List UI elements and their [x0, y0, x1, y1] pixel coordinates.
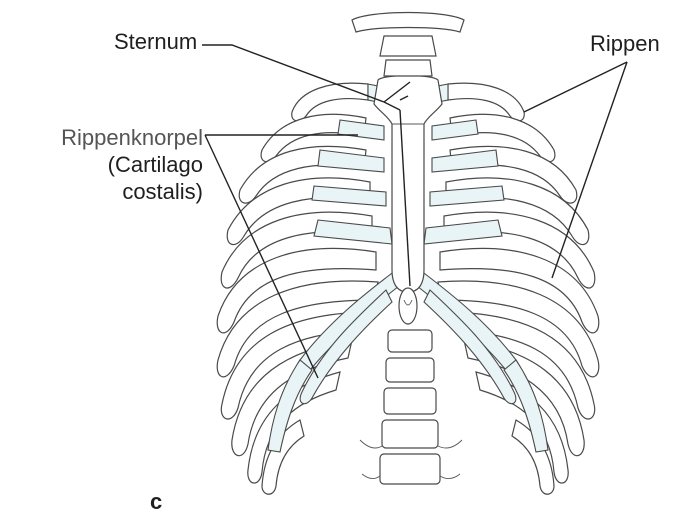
vertebral-column — [360, 330, 462, 484]
sternum-label: Sternum — [114, 28, 197, 55]
left-ribs — [217, 83, 378, 494]
upper-aperture — [352, 13, 464, 77]
cartilago-line-2: costalis) — [13, 178, 203, 205]
rippen-label: Rippen — [590, 30, 660, 57]
panel-letter: c — [150, 488, 162, 515]
rippenknorpel-label: Rippenknorpel (Cartilago costalis) — [13, 124, 203, 205]
rippenknorpel-title: Rippenknorpel — [13, 124, 203, 151]
cartilago-line-1: (Cartilago — [13, 151, 203, 178]
right-ribs — [438, 83, 599, 494]
